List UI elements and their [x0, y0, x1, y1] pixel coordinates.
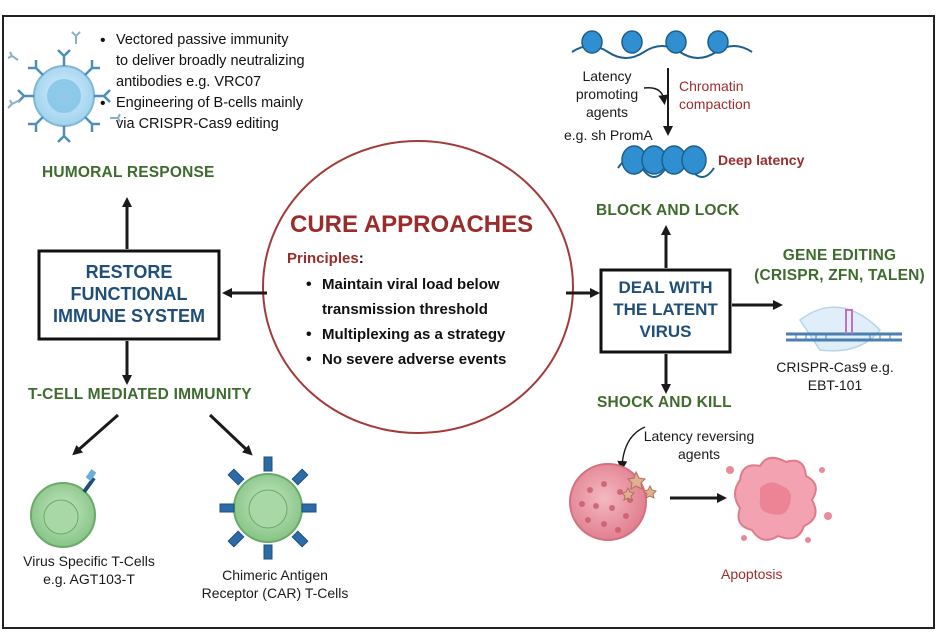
latency-reversing-line: agents	[677, 446, 721, 462]
principle-item: Maintain viral load below	[306, 272, 506, 297]
latent-line: VIRUS	[639, 322, 692, 341]
car-t-cell-icon	[219, 456, 317, 560]
b-cell-icon	[7, 31, 121, 143]
gene-editing-line: GENE EDITING	[782, 247, 897, 264]
restore-line: RESTORE	[85, 262, 173, 282]
virus-specific-label: Virus Specific T-Cells e.g. AGT103-T	[14, 552, 164, 588]
gene-editing-title: GENE EDITING (CRISPR, ZFN, TALEN)	[747, 246, 932, 286]
deep-latency-label: Deep latency	[718, 152, 805, 168]
principles-word: Principles	[287, 250, 359, 267]
crispr-line: CRISPR-Cas9 e.g.	[776, 359, 894, 375]
crispr-cas9-icon	[786, 306, 902, 352]
latent-line: DEAL WITH	[618, 278, 713, 297]
outer-frame	[2, 15, 935, 629]
arrow-latency-reversing	[617, 426, 646, 471]
restore-line: IMMUNE SYSTEM	[52, 306, 205, 326]
center-title: CURE APPROACHES	[290, 211, 534, 238]
principle-item: Multiplexing as a strategy	[306, 322, 506, 347]
latency-reversing-label: Latency reversing agents	[634, 427, 764, 463]
sh-proma-label: e.g. sh PromA	[564, 127, 653, 143]
humoral-bullet: Engineering of B-cells mainly	[100, 93, 305, 114]
apoptotic-cell-icon	[726, 456, 832, 543]
principles-label: Principles:	[287, 250, 364, 267]
restore-box-label: RESTORE FUNCTIONAL IMMUNE SYSTEM	[39, 261, 219, 327]
latent-box	[599, 268, 732, 354]
virus-specific-t-cell-icon	[30, 469, 97, 548]
arrow-to-car-t	[208, 413, 253, 456]
chromatin-line: compaction	[679, 96, 751, 112]
principles-list: Maintain viral load below transmission t…	[306, 272, 506, 372]
shock-kill-title: SHOCK AND KILL	[597, 394, 732, 411]
virus-specific-line: e.g. AGT103-T	[43, 571, 135, 587]
arrow-latency-promoting	[643, 87, 669, 105]
car-t-line: Receptor (CAR) T-Cells	[201, 585, 349, 601]
humoral-bullet-cont: to deliver broadly neutralizing	[116, 53, 305, 69]
open-chromatin-icon	[571, 30, 753, 59]
latency-promoting-label: Latency promoting agents	[567, 67, 647, 121]
crispr-example-label: CRISPR-Cas9 e.g. EBT-101	[770, 358, 900, 394]
principle-item: No severe adverse events	[306, 347, 506, 372]
tcell-title: T-CELL MEDIATED IMMUNITY	[28, 386, 252, 403]
restore-box	[37, 249, 221, 341]
latency-promoting-line: promoting	[575, 86, 639, 102]
apoptosis-label: Apoptosis	[721, 566, 783, 582]
block-lock-title: BLOCK AND LOCK	[596, 202, 740, 219]
chromatin-line: Chromatin	[679, 78, 744, 94]
gene-editing-line: (CRISPR, ZFN, TALEN)	[754, 267, 925, 284]
principles-colon: :	[358, 250, 364, 267]
infected-cell-icon	[569, 463, 657, 541]
latent-box-label: DEAL WITH THE LATENT VIRUS	[601, 277, 730, 343]
humoral-title: HUMORAL RESPONSE	[42, 164, 215, 181]
humoral-bullet-cont: via CRISPR-Cas9 editing	[116, 116, 279, 132]
chromatin-compaction-label: Chromatin compaction	[679, 77, 751, 113]
latent-line: THE LATENT	[613, 300, 718, 319]
crispr-line: EBT-101	[807, 377, 863, 393]
restore-line: FUNCTIONAL	[70, 284, 188, 304]
latency-reversing-line: Latency reversing	[643, 428, 755, 444]
humoral-bullets: Vectored passive immunity to deliver bro…	[100, 30, 305, 135]
principle-item-cont: transmission threshold	[322, 301, 488, 318]
humoral-bullet-cont: antibodies e.g. VRC07	[116, 74, 262, 90]
latency-promoting-line: agents	[585, 104, 629, 120]
arrow-to-virus-specific	[72, 413, 119, 456]
car-t-label: Chimeric Antigen Receptor (CAR) T-Cells	[200, 566, 350, 602]
humoral-bullet: Vectored passive immunity	[100, 30, 305, 51]
latency-promoting-line: Latency	[582, 68, 632, 84]
compact-chromatin-icon	[617, 145, 715, 178]
car-t-line: Chimeric Antigen	[222, 567, 328, 583]
virus-specific-line: Virus Specific T-Cells	[23, 553, 155, 569]
